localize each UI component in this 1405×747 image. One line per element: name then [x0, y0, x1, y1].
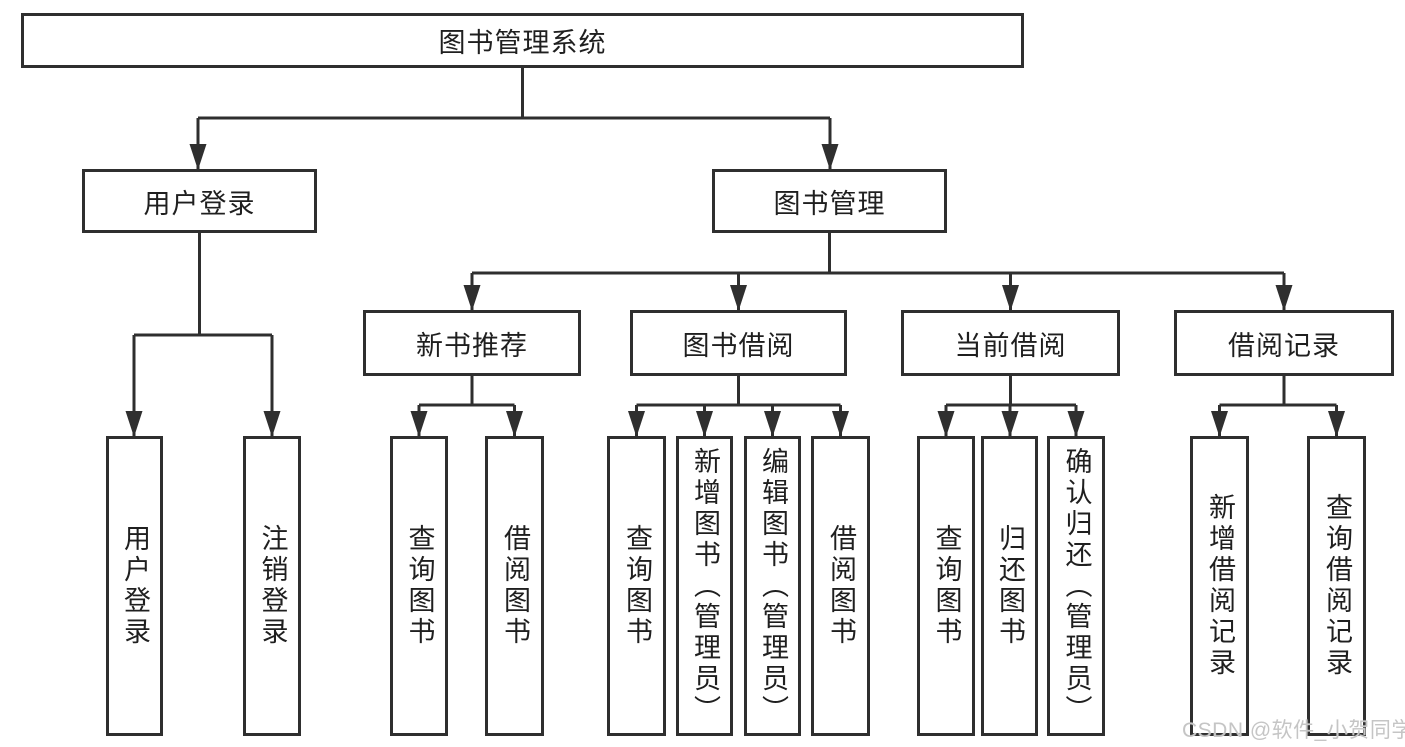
node-label: 归还图书	[995, 524, 1025, 648]
connector-current-borrow-branch	[937, 376, 1085, 437]
leaf-confirm-return-admin: 确认归还（管理员）	[1047, 436, 1105, 736]
node-label: 查询图书	[931, 524, 962, 648]
leaf-logout: 注销登录	[243, 436, 301, 736]
node-book-borrowing: 图书借阅	[630, 310, 847, 376]
leaf-add-books-admin: 新增图书（管理员）	[676, 436, 733, 736]
node-label: 当前借阅	[954, 330, 1067, 361]
node-label: 用户登录	[143, 188, 256, 219]
connector-root-to-level2	[189, 68, 839, 170]
connector-borrow-records-branch	[1211, 376, 1345, 437]
node-label: 查询借阅记录	[1322, 493, 1352, 679]
node-label: 图书管理	[773, 188, 886, 219]
node-label: 借阅图书	[826, 524, 856, 648]
node-label: 用户登录	[120, 524, 150, 648]
connector-new-book-branch	[410, 376, 523, 437]
node-label: 查询图书	[404, 524, 435, 648]
node-current-borrowing: 当前借阅	[901, 310, 1120, 376]
leaf-query-books-recommend: 查询图书	[390, 436, 448, 736]
leaf-add-borrow-record: 新增借阅记录	[1190, 436, 1249, 736]
node-label: 编辑图书（管理员）	[758, 446, 788, 726]
leaf-edit-books-admin: 编辑图书（管理员）	[744, 436, 801, 736]
node-new-book-recommendation: 新书推荐	[363, 310, 581, 376]
node-label: 图书借阅	[682, 330, 795, 361]
node-label: 借阅记录	[1228, 330, 1340, 361]
connector-book-management-branch	[463, 233, 1293, 311]
connector-user-login-branch	[125, 233, 281, 437]
node-book-management: 图书管理	[712, 169, 947, 233]
node-label: 新增借阅记录	[1205, 493, 1235, 679]
node-label: 新书推荐	[416, 330, 528, 361]
node-label: 注销登录	[257, 524, 288, 648]
node-label: 新增图书（管理员）	[690, 446, 720, 726]
node-label: 借阅图书	[500, 524, 530, 648]
leaf-query-books-borrow: 查询图书	[607, 436, 666, 736]
leaf-query-borrow-record: 查询借阅记录	[1307, 436, 1366, 736]
leaf-query-books-current: 查询图书	[917, 436, 975, 736]
node-label: 图书管理系统	[438, 28, 607, 58]
leaf-user-login: 用户登录	[106, 436, 163, 736]
node-user-login: 用户登录	[82, 169, 317, 233]
leaf-return-books: 归还图书	[981, 436, 1038, 736]
leaf-borrow-books: 借阅图书	[811, 436, 870, 736]
node-label: 查询图书	[622, 524, 652, 648]
node-library-management-system: 图书管理系统	[21, 13, 1024, 68]
node-label: 确认归还（管理员）	[1061, 446, 1092, 726]
leaf-borrow-books-recommend: 借阅图书	[485, 436, 544, 736]
watermark: CSDN @软件_小贺同学	[1182, 719, 1405, 742]
node-borrowing-records: 借阅记录	[1174, 310, 1394, 376]
connector-book-borrow-branch	[628, 376, 849, 437]
